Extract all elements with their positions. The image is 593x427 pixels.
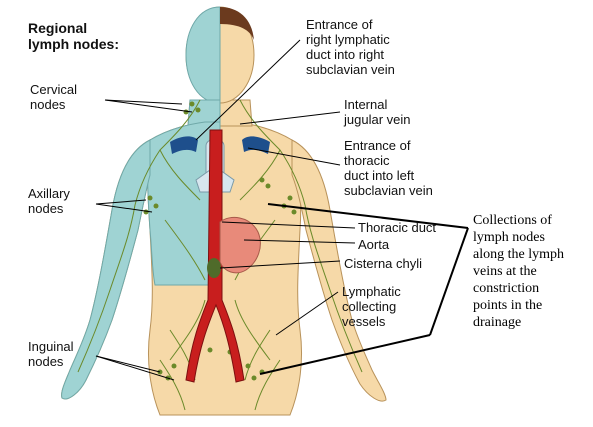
label-aorta: Aorta	[358, 237, 390, 252]
annotation-callout	[259, 203, 469, 375]
label-cisterna-chyli: Cisterna chyli	[344, 256, 423, 271]
shaded-head	[185, 6, 221, 104]
label-lymphatic-collecting-vessels: Lymphatic collecting vessels	[342, 284, 401, 329]
label-thoracic-duct: Thoracic duct	[358, 220, 437, 235]
veins	[170, 136, 270, 154]
regional-lymph-nodes-title: Regional lymph nodes:	[28, 20, 120, 52]
node-axillary	[147, 195, 153, 201]
hair	[220, 7, 254, 40]
label-cervical-nodes: Cervical nodes	[30, 82, 77, 112]
arm-left	[291, 139, 387, 402]
node-cervical	[189, 101, 195, 107]
shaded-arm	[61, 139, 151, 400]
leader-lines	[95, 39, 356, 381]
label-axillary-nodes: Axillary nodes	[28, 186, 70, 216]
label-thoracic-duct-entrance: Entrance of thoracic duct into left subc…	[344, 138, 433, 198]
label-inguinal-nodes: Inguinal nodes	[28, 339, 74, 369]
heart	[219, 216, 261, 274]
vein-right	[170, 136, 198, 154]
lymphatic-shaded-side	[61, 6, 221, 400]
lymph-vessel-network	[77, 99, 363, 411]
vein-left	[242, 136, 270, 154]
annotation-collections-of-lymph-nodes: Collections of lymph nodes along the lym…	[473, 213, 564, 330]
cisterna-chyli	[207, 258, 221, 278]
label-internal-jugular-vein: Internal jugular vein	[344, 97, 411, 127]
aorta	[185, 129, 245, 383]
label-right-lymphatic-duct-entrance: Entrance of right lymphatic duct into ri…	[306, 17, 395, 77]
